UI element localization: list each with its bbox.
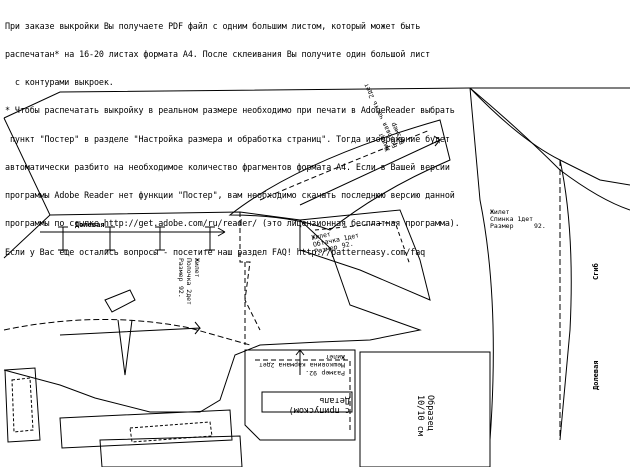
- back-label: Жилет Спинка 1дет Размер 92.: [490, 208, 546, 230]
- front-label: Жилет Полочка 2дет Размер 92.: [177, 258, 201, 305]
- sample-square: [359, 351, 491, 467]
- notice-text: При заказе выкройки Вы получаете PDF фай…: [5, 3, 625, 276]
- front-label-l3: Размер: [177, 258, 185, 282]
- grain-ticks: [58, 226, 215, 251]
- sample-label: Образец 10/10 см: [415, 395, 436, 436]
- side-piece-grain: [299, 135, 441, 206]
- back-label-l2: Спинка 1дет: [490, 215, 533, 223]
- pocket-bag-outline: [244, 349, 356, 441]
- notice-line: программы по ссылке http://get.adobe.com…: [5, 218, 460, 229]
- pocket-label-l3: Размер: [321, 369, 345, 377]
- pocket-label-l1: Жилет: [325, 353, 345, 361]
- front-piece-outline: [3, 117, 422, 413]
- front-dart: [239, 212, 261, 345]
- pocket-bag-grain: [295, 349, 305, 375]
- small-piece-bottom-2: [99, 435, 243, 467]
- pocket-welt: [104, 289, 136, 313]
- facing-piece-outline: [299, 209, 431, 301]
- facing-piece-dashed: [314, 221, 411, 266]
- notice-line: распечатан* на 16-20 листах формата А4. …: [5, 49, 431, 60]
- pocket-detail-l2: с припуском): [289, 405, 350, 415]
- notice-line: При заказе выкройки Вы получаете PDF фай…: [5, 20, 421, 31]
- back-grain-label: Долевая: [592, 360, 600, 390]
- back-label-l1: Жилет: [490, 208, 510, 216]
- pocket-detail-label: Деталь с припуском): [289, 395, 350, 415]
- facing-label-l1: Жилет: [311, 230, 332, 242]
- fold-label: Сгиб: [592, 263, 600, 280]
- notice-line: с контурами выкроек.: [5, 77, 114, 88]
- front-label-l4: 92.: [177, 286, 185, 298]
- front-dart-lower: [117, 319, 133, 376]
- pocket-label-l4: 92.: [305, 369, 317, 377]
- back-piece-outline: [469, 87, 630, 441]
- small-piece-left: [4, 367, 41, 443]
- side-label: Жилет Боковая часть 2дет Размер: [362, 82, 406, 153]
- back-label-l4: 92.: [534, 222, 546, 230]
- grain-label: Долевая: [75, 221, 105, 229]
- sample-label-l2: 10/10 см: [415, 395, 425, 436]
- back-label-l3: Размер: [490, 222, 514, 230]
- facing-label-l4: 92.: [341, 240, 354, 250]
- front-label-l2: Полочка 2дет: [185, 258, 193, 305]
- outer-contour-right: [469, 87, 630, 211]
- small-piece-left-dashed: [11, 377, 34, 433]
- facing-label: Жилет Обтачка 1дет Размер 92.: [311, 230, 360, 256]
- pocket-label: Жилет Мешковина кармана 2дет Размер 92.: [259, 353, 345, 377]
- pocket-label-l2: Мешковина кармана 2дет: [259, 361, 345, 369]
- front-guide-dashed: [3, 319, 251, 346]
- notice-line: программы Adobe Reader нет функции "Пост…: [5, 190, 455, 201]
- side-piece-inner: [259, 129, 431, 201]
- pocket-detail-box: [261, 391, 353, 413]
- outer-contour: [3, 87, 630, 119]
- front-label-l1: Жилет: [193, 258, 201, 278]
- notice-line: Если у Вас еще остались вопросы - посети…: [5, 246, 426, 257]
- side-piece-outline: [228, 119, 451, 231]
- notice-line: * Чтобы распечатать выкройку в реальном …: [5, 105, 455, 116]
- pocket-detail-l1: Деталь: [319, 395, 350, 405]
- sample-label-l1: Образец: [425, 395, 436, 431]
- pocket-welt-line: [59, 321, 202, 336]
- small-piece-bottom: [59, 409, 233, 449]
- grain-arrow-head: [217, 227, 226, 237]
